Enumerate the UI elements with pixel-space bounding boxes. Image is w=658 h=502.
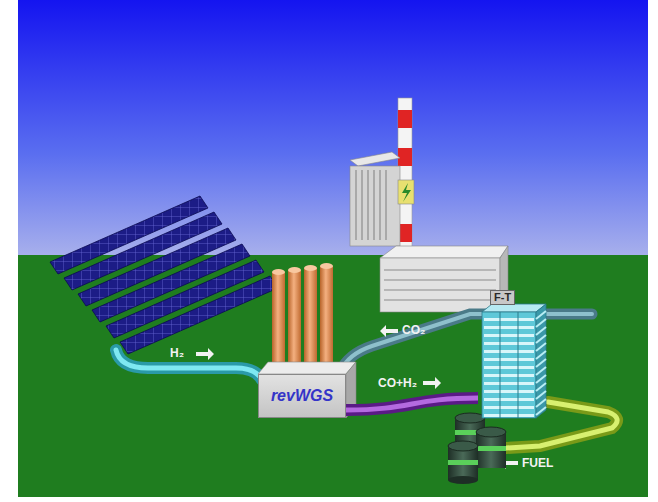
flow-label: CO₂: [402, 323, 425, 337]
flow-label: H₂: [170, 346, 184, 360]
pipe-label: CO+H₂: [378, 376, 417, 390]
pipe-connector: [346, 398, 478, 410]
tower-shape: [478, 290, 548, 420]
reactor-tower: F-T: [478, 290, 548, 420]
flow-arrow: [423, 377, 441, 389]
sign-label: F-T: [490, 290, 515, 305]
process-box: revWGS: [258, 374, 346, 418]
flow-label: FUEL: [522, 456, 553, 470]
box-label: revWGS: [271, 387, 333, 405]
